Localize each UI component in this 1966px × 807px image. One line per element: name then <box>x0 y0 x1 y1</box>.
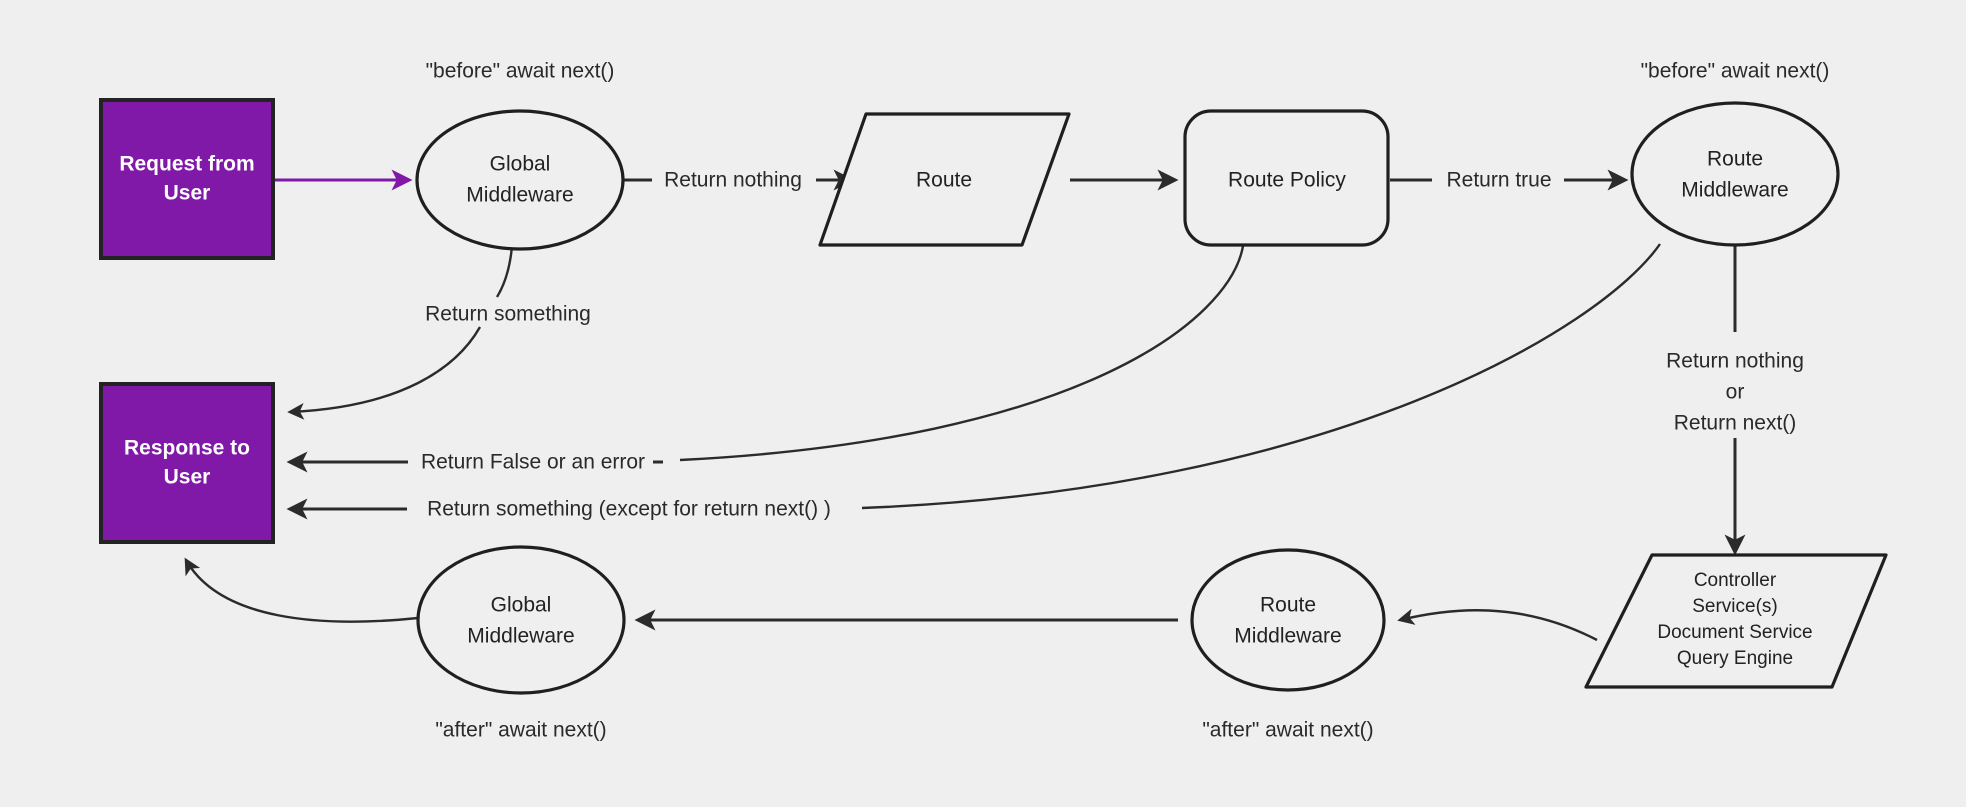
edge-label-return-false-or-error: Return False or an error <box>421 451 645 474</box>
node-route-middleware-after[interactable]: Route Middleware <box>1190 548 1386 692</box>
global-middleware-before-label-line1: Global <box>490 153 551 176</box>
edge-route-middleware-to-controller: Return nothing or Return next() <box>1666 246 1804 556</box>
edge-label-return-nothing-or-next-2: or <box>1726 381 1745 404</box>
node-controller-stack[interactable]: Controller Service(s) Document Service Q… <box>1584 553 1888 689</box>
edge-label-return-nothing: Return nothing <box>664 169 802 192</box>
request-from-user-label-line1: Request from <box>119 153 254 176</box>
response-to-user-label-line1: Response to <box>124 437 250 460</box>
edge-route-policy-to-route-middleware: Return true <box>1390 169 1629 192</box>
edge-global-middleware-return-something: Return something <box>287 245 591 420</box>
route-middleware-before-label-line2: Middleware <box>1681 179 1788 202</box>
edge-label-backdrop <box>408 448 653 476</box>
controller-stack-line4: Query Engine <box>1677 648 1793 669</box>
edge-label-return-nothing-or-next-3: Return next() <box>1674 412 1797 435</box>
global-middleware-after-label-line2: Middleware <box>467 625 574 648</box>
annotation-after-await-next-global: "after" await next() <box>435 719 606 742</box>
edge-label-return-nothing-or-next-1: Return nothing <box>1666 350 1804 373</box>
node-route-policy[interactable]: Route Policy <box>1183 109 1390 247</box>
edge-label-backdrop-2 <box>407 495 848 523</box>
route-middleware-after-label-line2: Middleware <box>1234 625 1341 648</box>
annotation-before-await-next-global: "before" await next() <box>426 60 615 83</box>
global-middleware-after-label-line1: Global <box>491 594 552 617</box>
request-from-user-label-line2: User <box>164 182 211 205</box>
route-middleware-before-label-line1: Route <box>1707 148 1763 171</box>
controller-stack-line3: Document Service <box>1657 622 1812 643</box>
node-response-to-user[interactable]: Response to User <box>99 382 275 544</box>
node-request-from-user[interactable]: Request from User <box>99 98 275 260</box>
edge-controller-to-route-middleware-after <box>1397 608 1598 642</box>
response-to-user-label-line2: User <box>164 466 211 489</box>
node-global-middleware-after[interactable]: Global Middleware <box>416 545 626 695</box>
route-policy-label: Route Policy <box>1228 169 1346 192</box>
annotation-before-await-next-route: "before" await next() <box>1641 60 1830 83</box>
node-route-middleware-before[interactable]: Route Middleware <box>1630 101 1840 247</box>
edge-global-middleware-after-to-response <box>184 557 419 623</box>
route-middleware-after-label-line1: Route <box>1260 594 1316 617</box>
edge-label-return-something-except-next: Return something (except for return next… <box>427 498 831 521</box>
edge-label-return-true: Return true <box>1446 169 1551 192</box>
edge-label-return-something: Return something <box>425 303 591 326</box>
edge-route-middleware-return-something: Return something (except for return next… <box>286 243 1661 523</box>
global-middleware-before-label-line2: Middleware <box>466 184 573 207</box>
route-label: Route <box>916 169 972 192</box>
node-route[interactable]: Route <box>818 112 1071 247</box>
node-global-middleware-before[interactable]: Global Middleware <box>415 109 625 251</box>
annotation-after-await-next-route: "after" await next() <box>1202 719 1373 742</box>
controller-stack-line2: Service(s) <box>1692 596 1778 617</box>
edge-global-middleware-to-route: Return nothing <box>622 169 855 192</box>
controller-stack-line1: Controller <box>1694 570 1777 591</box>
edge-route-policy-return-false: Return False or an error <box>286 245 1245 476</box>
